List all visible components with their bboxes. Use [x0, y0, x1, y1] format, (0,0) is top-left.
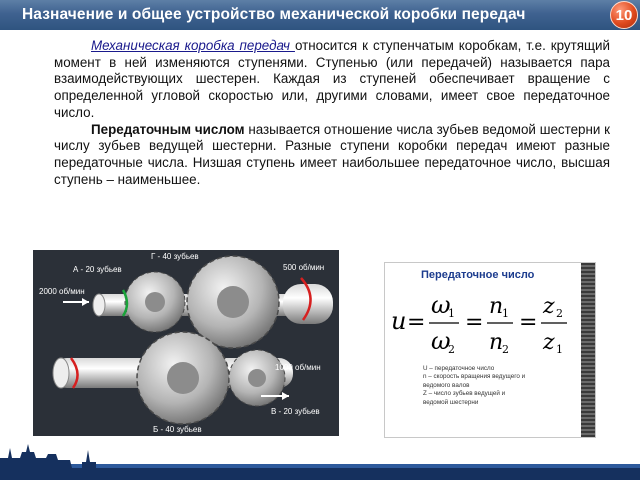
rotation-arrow-green: [121, 289, 129, 317]
gear-g: [186, 255, 280, 349]
footer-skyline: [0, 444, 640, 480]
ratio-legend: U – передаточное число n – скорость вращ…: [423, 365, 573, 407]
input-shaft-end: [92, 293, 106, 317]
formula-z-sub-1: 1: [556, 343, 563, 356]
formula-z-1: z: [542, 330, 555, 355]
output-shaft-end: [52, 357, 70, 389]
formula-n-sub-1: 1: [502, 307, 509, 320]
footer-band-highlight: [0, 464, 640, 468]
formula-z-2: z: [542, 294, 555, 319]
formula-eq-3: =: [519, 310, 537, 335]
term-link-gearbox[interactable]: Механическая коробка передач: [91, 38, 295, 53]
spire-icon: [82, 450, 96, 468]
paragraph-1-text: относится к ступенчатым коробкам, т.е. к…: [54, 38, 610, 120]
footer-band: [0, 468, 640, 480]
ratio-formula: u = ω 1 ω 2 = n 1 n 2 = z 2 z 1: [389, 285, 579, 359]
slide-number-badge: 10: [610, 1, 638, 29]
gear-a: [124, 271, 186, 333]
label-input-speed: 2000 об/мин: [39, 287, 85, 296]
body-text: Механическая коробка передач относится к…: [54, 38, 610, 188]
label-gear-g: Г - 40 зубьев: [151, 252, 199, 261]
formula-n-sub-2: 2: [502, 343, 509, 356]
paragraph-2-text: называется отношение числа зубьев ведомо…: [54, 121, 610, 187]
footer-banner: [0, 438, 640, 480]
legend-line-5: ведомой шестерни: [423, 398, 479, 406]
rotation-arrow-red-top: [300, 277, 312, 321]
formula-z-sub-2: 2: [556, 307, 563, 320]
panel-side-stripe: [581, 263, 595, 437]
gear-v: [228, 349, 286, 407]
paragraph-1: Механическая коробка передач относится к…: [54, 38, 610, 122]
label-gear-b: Б - 40 зубьев: [153, 425, 202, 434]
formula-eq-2: =: [465, 310, 483, 335]
term-gear-ratio: Передаточным числом: [91, 121, 245, 137]
top-output-shaft: [283, 284, 333, 324]
formula-n-1: n: [489, 294, 503, 319]
gear-b: [136, 331, 230, 425]
formula-omega-sub-2: 2: [448, 343, 455, 356]
formula-u: u: [391, 307, 406, 335]
legend-line-4: Z – число зубьев ведущей и: [423, 390, 506, 398]
output-arrow-head: [282, 392, 289, 400]
rotation-arrow-red-bottom: [69, 357, 79, 389]
ratio-panel-title: Передаточное число: [421, 269, 535, 281]
formula-n-2: n: [489, 330, 503, 355]
label-output-speed: 1000 об/мин: [275, 363, 321, 372]
formula-omega-1: ω: [431, 291, 451, 319]
formula-eq-1: =: [407, 310, 425, 335]
label-gear-v: В - 20 зубьев: [271, 407, 320, 416]
slide-title-bar: Назначение и общее устройство механическ…: [0, 0, 640, 30]
label-top-speed: 500 об/мин: [283, 263, 324, 272]
ratio-panel: Передаточное число u = ω 1 ω 2 = n 1 n 2…: [384, 262, 596, 438]
label-gear-a: А - 20 зубьев: [73, 265, 122, 274]
legend-line-2: n – скорость вращения ведущего и: [423, 373, 526, 381]
skyline-left-icon: [0, 444, 72, 468]
formula-omega-2: ω: [431, 327, 451, 355]
gear-illustration: Г - 40 зубьев А - 20 зубьев 2000 об/мин …: [33, 250, 339, 436]
gear-diagram-svg: Г - 40 зубьев А - 20 зубьев 2000 об/мин …: [33, 250, 339, 436]
slide-title: Назначение и общее устройство механическ…: [22, 6, 526, 23]
paragraph-2: Передаточным числом называется отношение…: [54, 122, 610, 189]
formula-omega-sub-1: 1: [448, 307, 455, 320]
legend-line-3: ведомого валов: [423, 381, 470, 389]
input-arrow-head: [82, 298, 89, 306]
legend-line-1: U – передаточное число: [423, 365, 495, 372]
ratio-formula-svg: u = ω 1 ω 2 = n 1 n 2 = z 2 z 1: [391, 291, 567, 356]
